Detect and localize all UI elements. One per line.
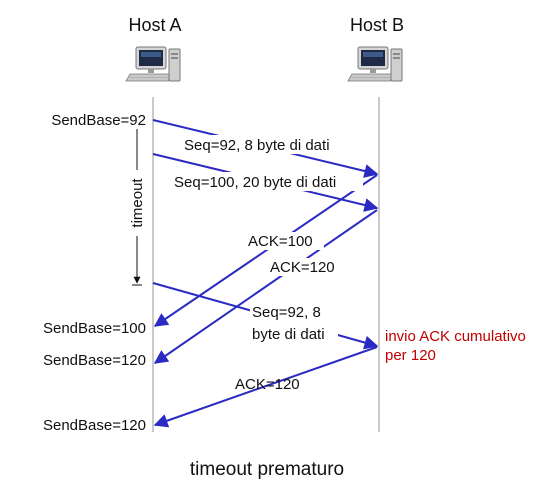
sendbase-label: SendBase=100 [43, 320, 146, 337]
label-bg [246, 232, 324, 250]
host-b-computer-icon [347, 46, 403, 82]
segment-seq92-label: Seq=92, 8 byte di dati [184, 137, 330, 154]
ack120-label: ACK=120 [270, 259, 335, 276]
retransmit-label-line1: Seq=92, 8 [252, 304, 321, 321]
label-bg [268, 258, 348, 276]
label-bg [171, 172, 363, 191]
sendbase-label: SendBase=92 [51, 112, 146, 129]
timeout-label: timeout [129, 178, 146, 228]
ack120-cumulative-arrow [153, 346, 378, 428]
receiver-note-line1: invio ACK cumulativo [385, 328, 526, 345]
host-a-computer-icon [125, 46, 181, 82]
segment-seq100-label: Seq=100, 20 byte di dati [174, 174, 336, 191]
ack120-arrow [153, 209, 378, 364]
label-bg [181, 135, 355, 154]
label-bg [250, 303, 338, 344]
host-b-label: Host B [350, 15, 404, 35]
host-a-label: Host A [128, 15, 181, 35]
retransmit-label-line2: byte di dati [252, 326, 325, 343]
sendbase-label: SendBase=120 [43, 352, 146, 369]
ack100-arrow [153, 174, 378, 327]
diagram-caption: timeout prematuro [190, 459, 344, 480]
receiver-note-line2: per 120 [385, 347, 436, 364]
ack100-label: ACK=100 [248, 233, 313, 250]
sendbase-label: SendBase=120 [43, 417, 146, 434]
ack120-cumulative-label: ACK=120 [235, 376, 300, 393]
